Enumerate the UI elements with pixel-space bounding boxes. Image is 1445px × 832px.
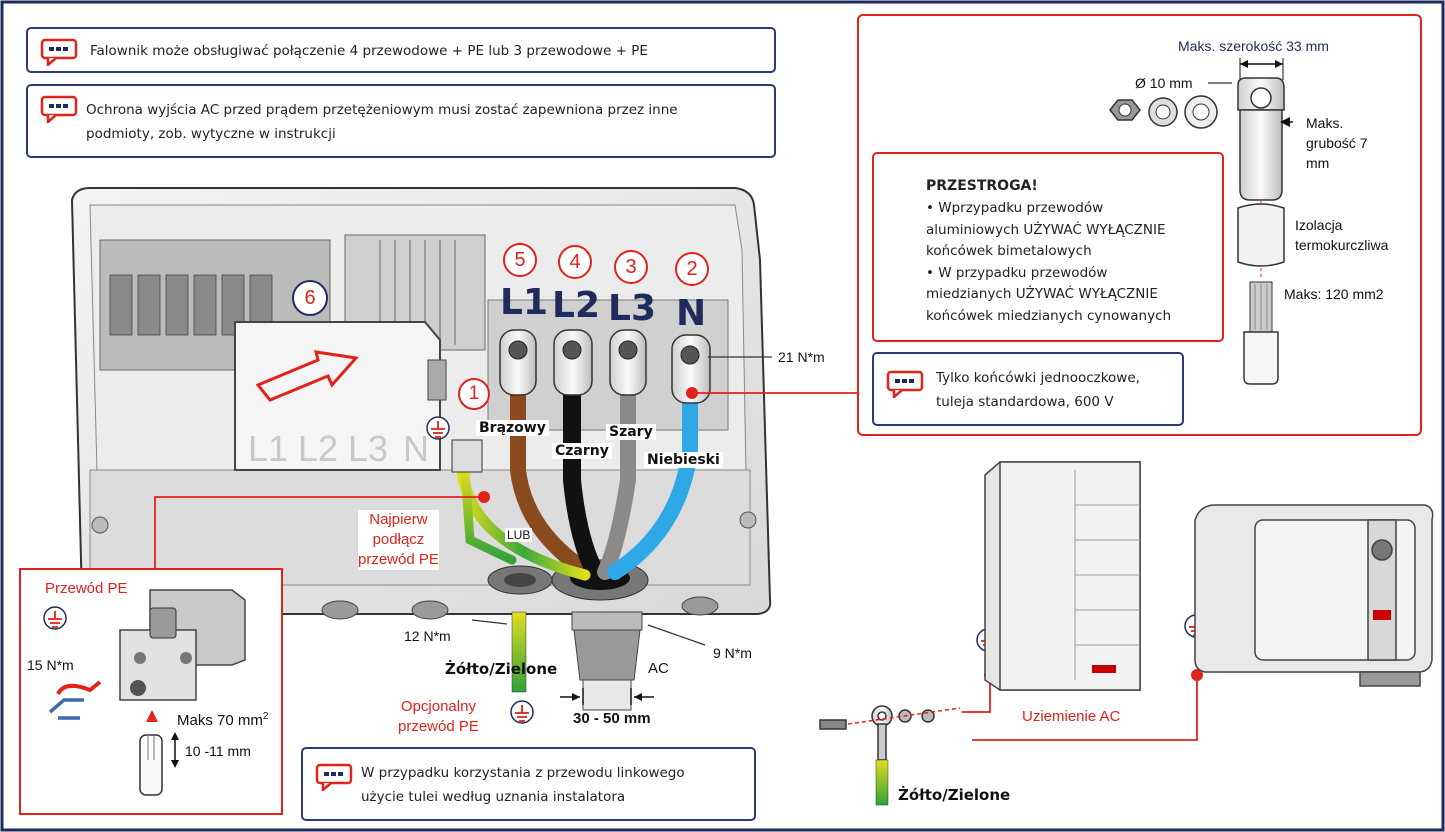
phase-label-n: N [676, 293, 707, 334]
pointer-lines [471, 82, 1232, 646]
ac-grounding-label: Uziemienie AC [1022, 708, 1121, 725]
max-thickness-line-2: grubość 7 [1306, 135, 1368, 151]
pe-first-line-1: Najpierw [369, 511, 428, 528]
note-stranded-wire: W przypadku korzystania z przewodu linko… [301, 747, 756, 821]
pe-detail-title: Przewód PE [45, 580, 128, 597]
note-stranded-line-1: W przypadku korzystania z przewodu linko… [361, 765, 685, 781]
number-6-circle: 6 [292, 280, 328, 316]
phase-label-l2: L2 [552, 285, 600, 326]
wire-label-grey: Szary [606, 424, 656, 440]
gland-ac-torque-label: 9 N*m [713, 645, 752, 661]
wire-label-black: Czarny [552, 443, 612, 459]
note-lugs-line-2: tuleja standardowa, 600 V [936, 394, 1114, 410]
gland-pe-torque-label: 12 N*m [404, 628, 451, 644]
insulation-label: Izolacja termokurczliwa [1295, 215, 1388, 255]
red-connectors [154, 392, 1198, 741]
max-thickness-label: Maks. grubość 7 mm [1306, 113, 1367, 173]
note-wire-config: Falownik może obsługiwać połączenie 4 pr… [26, 27, 776, 73]
inverter [984, 461, 1141, 691]
note-lugs-line-1: Tylko końcówki jednooczkowe, [936, 370, 1140, 386]
chat-note-icon [315, 763, 353, 791]
note-wire-config-text: Falownik może obsługiwać połączenie 4 pr… [90, 43, 648, 59]
number-4-circle: 4 [558, 245, 592, 279]
terminal-nuts [508, 340, 700, 365]
pe-first-line-3: przewód PE [358, 551, 439, 568]
caution-box: PRZESTROGA! • Wprzypadku przewodów alumi… [872, 152, 1224, 342]
gland-range-label: 30 - 50 mm [573, 710, 651, 727]
caution-line-1: • Wprzypadku przewodów [926, 200, 1104, 216]
cover-label-l1: L1 [248, 428, 289, 469]
number-5-circle: 5 [503, 243, 537, 277]
cover-label-n: N [403, 428, 429, 469]
pe-first-line-2: podłącz [372, 531, 425, 548]
note-overcurrent-line-2: podmioty, zob. wytyczne w instrukcji [86, 126, 336, 142]
caution-line-2: aluminiowych UŻYWAĆ WYŁĄCZNIE [926, 221, 1166, 238]
pe-screw-torque-label: 15 N*m [27, 657, 74, 673]
optional-pe-line-2: przewód PE [398, 718, 479, 735]
pe-max-sup: 2 [262, 711, 269, 722]
chat-note-icon [40, 38, 78, 66]
note-single-hole-lugs: Tylko końcówki jednooczkowe, tuleja stan… [872, 352, 1184, 426]
strip-length-label: 10 -11 mm [185, 743, 251, 759]
max-cross-section-label: Maks: 120 mm2 [1284, 286, 1384, 302]
lug-spec-panel [857, 14, 1422, 436]
number-2-circle: 2 [675, 252, 709, 286]
wire-label-blue: Niebieski [644, 452, 723, 468]
caution-line-5: miedzianych UŻYWAĆ WYŁĄCZNIE [926, 286, 1158, 302]
pe-clamp [119, 589, 246, 796]
optional-pe-line-1: Opcjonalny [400, 698, 476, 715]
ground-wire-label: Żółto/Zielone [898, 786, 1011, 804]
note-overcurrent: Ochrona wyjścia AC przed prądem przetęże… [26, 84, 776, 158]
grounding-hardware [819, 705, 935, 806]
cover-label-l2: L2 [298, 428, 339, 469]
insulation-line-1: Izolacja [1295, 217, 1343, 233]
optional-pe-label: Opcjonalny przewód PE [398, 697, 479, 737]
max-thickness-line-1: Maks. [1306, 115, 1344, 131]
yellow-green-label: Żółto/Zielone [445, 660, 558, 678]
lug-detail [1109, 58, 1293, 385]
wire-label-brown: Brązowy [476, 420, 549, 436]
terminal-torque-label: 21 N*m [778, 349, 825, 365]
or-label: LUB [505, 528, 533, 542]
pe-first-label: Najpierw podłącz przewód PE [358, 510, 439, 570]
pe-max-text: Maks 70 mm [177, 712, 263, 729]
rotation-arrow-icon [56, 680, 102, 696]
insulation-line-2: termokurczliwa [1295, 237, 1389, 253]
phase-label-l1: L1 [500, 282, 548, 323]
hex-key-icon [48, 698, 84, 720]
number-1-circle: 1 [458, 378, 490, 410]
chat-note-icon [886, 370, 924, 398]
caution-line-6: końcówek miedzianych cynowanych [926, 307, 1172, 324]
phase-label-l3: L3 [608, 288, 656, 329]
caution-title: PRZESTROGA! [926, 178, 1038, 194]
number-3-circle: 3 [614, 250, 648, 284]
diameter-label: Ø 10 mm [1135, 75, 1193, 91]
max-thickness-line-3: mm [1306, 155, 1330, 171]
note-stranded-line-2: użycie tulei według uznania instalatora [361, 789, 626, 805]
max-width-label: Maks. szerokość 33 mm [1178, 38, 1329, 54]
cover-label-l3: L3 [348, 428, 389, 469]
pe-max-label: Maks 70 mm2 [177, 711, 268, 729]
caution-line-3: końcówek bimetalowych [926, 243, 1092, 259]
safety-switch [1194, 504, 1434, 687]
chat-note-icon [40, 95, 78, 123]
note-overcurrent-line-1: Ochrona wyjścia AC przed prądem przetęże… [86, 102, 678, 118]
ac-label: AC [648, 660, 669, 677]
caution-line-4: • W przypadku przewodów [926, 264, 1108, 281]
